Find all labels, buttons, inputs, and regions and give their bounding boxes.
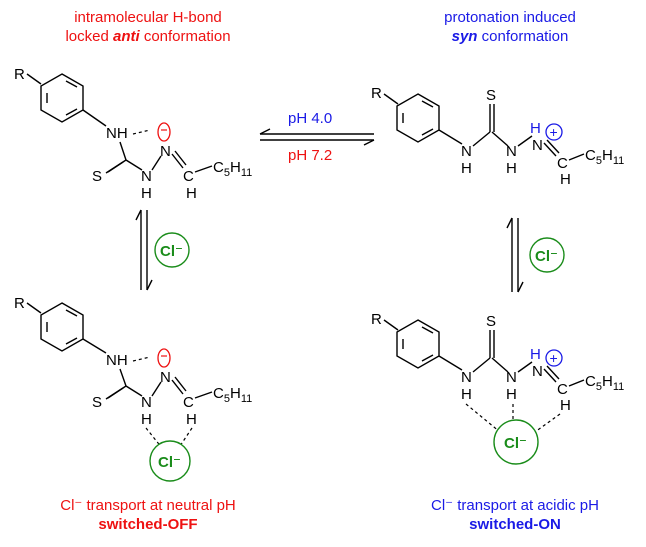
h-atom: H [461,160,472,177]
h-atom: H [560,171,571,188]
caption-bottom-right: Cl⁻ transport at acidic pH switched-ON [385,496,645,534]
caption-bottom-left-line1: Cl⁻ transport at neutral pH [60,497,236,514]
caption-bottom-right-line1: Cl⁻ transport at acidic pH [431,497,599,514]
pentyl-group: C5H11 [585,373,624,393]
chloride-circle [529,237,565,273]
sulfur-atom: S [92,394,102,411]
ph-neutral-label: pH 7.2 [288,147,332,164]
plus-sign: + [550,124,558,140]
n-atom: N [532,363,543,380]
n-atom: N [506,369,517,386]
chloride-label: Cl⁻ [158,454,181,471]
nh-atom: NH [106,125,128,142]
r-group: R [371,311,382,328]
caption-top-right: protonation induced syn conformation [390,8,630,46]
n-atom: N [141,394,152,411]
caption-text: conformation [139,28,231,45]
syn-label: syn [451,28,478,45]
h-atom: H [506,386,517,403]
sulfur-atom: S [486,87,496,104]
equilibrium-arrows-horizontal: pH 4.0 pH 7.2 [259,110,375,164]
sulfur-atom: S [486,313,496,330]
r-group: R [14,66,25,83]
caption-top-right-line2: syn conformation [390,27,630,46]
molecule-syn-bottom: R N H S N H H N + C H C5H11 Cl⁻ [371,311,624,465]
caption-bottom-left: Cl⁻ transport at neutral pH switched-OFF [18,496,278,534]
caption-top-right-line1: protonation induced [444,9,576,26]
n-atom: N [506,143,517,160]
molecule-syn-top: R N H S N H H N + C H C5H11 [371,85,624,188]
chloride-label: Cl⁻ [160,243,183,260]
h-atom: H [186,185,197,202]
n-imine-atom: N [160,369,171,386]
anti-label: anti [112,28,140,45]
caption-top-left-line2: locked anti conformation [28,27,268,46]
plus-sign: + [550,350,558,366]
chloride-circle [493,419,539,465]
n-atom: N [461,369,472,386]
pentyl-group: C5H11 [585,147,624,167]
caption-text: conformation [477,28,569,45]
h-atom: H [186,411,197,428]
chloride-circle [154,232,190,268]
molecule-anti-top: R NH S N H N C H C5H11 [14,66,252,202]
switched-on-label: switched-ON [469,516,561,533]
n-imine-atom: N [160,143,171,160]
h-atom: H [506,160,517,177]
switched-off-label: switched-OFF [98,516,198,533]
sulfur-atom: S [92,168,102,185]
positive-charge [545,123,563,141]
caption-text: locked [65,28,113,45]
n-atom: N [461,143,472,160]
r-group: R [371,85,382,102]
ph-acidic-label: pH 4.0 [288,110,332,127]
h-atom: H [141,411,152,428]
caption-top-left-line1: intramolecular H-bond [74,9,222,26]
h-proton-atom: H [530,346,541,363]
caption-top-left: intramolecular H-bond locked anti confor… [28,8,268,46]
nh-atom: NH [106,352,128,369]
n-atom: N [532,137,543,154]
chloride-label: Cl⁻ [504,435,527,452]
positive-charge [545,349,563,367]
h-atom: H [461,386,472,403]
r-group: R [14,295,25,312]
equilibrium-arrows-left-vertical: Cl⁻ [135,209,190,291]
pentyl-group: C5H11 [213,385,252,405]
chloride-label: Cl⁻ [535,248,558,265]
n-atom: N [141,168,152,185]
c-atom: C [183,394,194,411]
equilibrium-arrows-right-vertical: Cl⁻ [506,217,565,293]
c-atom: C [557,155,568,172]
c-atom: C [557,381,568,398]
h-proton-atom: H [530,120,541,137]
pentyl-group: C5H11 [213,159,252,179]
h-atom: H [560,397,571,414]
molecule-anti-bottom: R NH S N H N C H C5H11 Cl⁻ [14,295,252,482]
c-atom: C [183,168,194,185]
h-atom: H [141,185,152,202]
chloride-circle [149,440,191,482]
